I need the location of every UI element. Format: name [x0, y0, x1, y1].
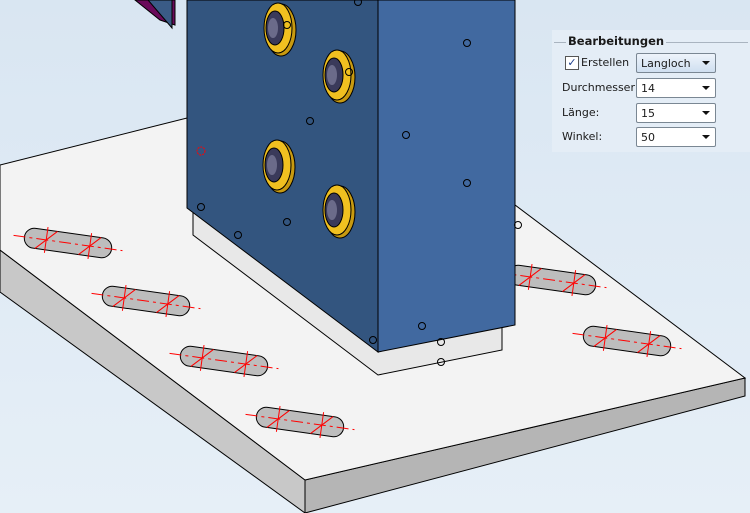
- hole: [437, 338, 445, 346]
- length-value: 15: [641, 107, 655, 120]
- slot-hole[interactable]: [168, 340, 281, 381]
- panel-title: Bearbeitungen: [566, 34, 667, 48]
- hole: [402, 131, 410, 139]
- angle-value: 50: [641, 131, 655, 144]
- hole: [283, 218, 291, 226]
- diameter-dropdown[interactable]: 14: [636, 78, 716, 98]
- type-dropdown[interactable]: Langloch: [636, 53, 716, 73]
- create-row: ✓ Erstellen Langloch: [562, 53, 742, 73]
- hole: [463, 39, 471, 47]
- angle-dropdown[interactable]: 50: [636, 127, 716, 147]
- hole: [514, 221, 522, 229]
- diameter-label: Durchmesser:: [562, 81, 639, 94]
- hole: [418, 322, 426, 330]
- length-label: Länge:: [562, 106, 600, 119]
- bolt-icon[interactable]: [263, 2, 297, 57]
- hole: [306, 117, 314, 125]
- slot-hole[interactable]: [244, 401, 357, 442]
- diameter-value: 14: [641, 82, 655, 95]
- upper-part: [134, 0, 176, 30]
- bolts: [262, 2, 356, 239]
- machining-panel: Bearbeitungen ✓ Erstellen Langloch Durch…: [552, 30, 750, 152]
- slot-hole[interactable]: [571, 320, 684, 361]
- length-dropdown[interactable]: 15: [636, 103, 716, 123]
- create-checkbox[interactable]: ✓: [565, 56, 579, 70]
- hole: [197, 203, 205, 211]
- bolt-icon[interactable]: [322, 184, 356, 239]
- type-value: Langloch: [641, 57, 691, 70]
- chevron-down-icon: [702, 135, 710, 139]
- hole: [234, 231, 242, 239]
- hole: [437, 358, 445, 366]
- hole: [463, 179, 471, 187]
- slot-hole[interactable]: [12, 222, 125, 263]
- chevron-down-icon: [702, 86, 710, 90]
- angle-label: Winkel:: [562, 130, 603, 143]
- diameter-row: Durchmesser: 14: [562, 78, 742, 98]
- small-holes: [197, 0, 522, 366]
- angle-row: Winkel: 50: [562, 127, 742, 147]
- slot-holes: [12, 222, 684, 442]
- hole: [345, 68, 353, 76]
- hole: [354, 0, 362, 6]
- selected-hole-marker[interactable]: [196, 146, 206, 156]
- bolt-icon[interactable]: [262, 139, 296, 194]
- chevron-down-icon: [702, 111, 710, 115]
- chevron-down-icon: [702, 61, 710, 65]
- length-row: Länge: 15: [562, 103, 742, 123]
- create-label: Erstellen: [581, 56, 630, 69]
- column-side-face[interactable]: [377, 0, 516, 353]
- slot-hole[interactable]: [90, 280, 203, 321]
- hole: [283, 21, 291, 29]
- bolt-icon[interactable]: [322, 49, 356, 104]
- hole: [369, 336, 377, 344]
